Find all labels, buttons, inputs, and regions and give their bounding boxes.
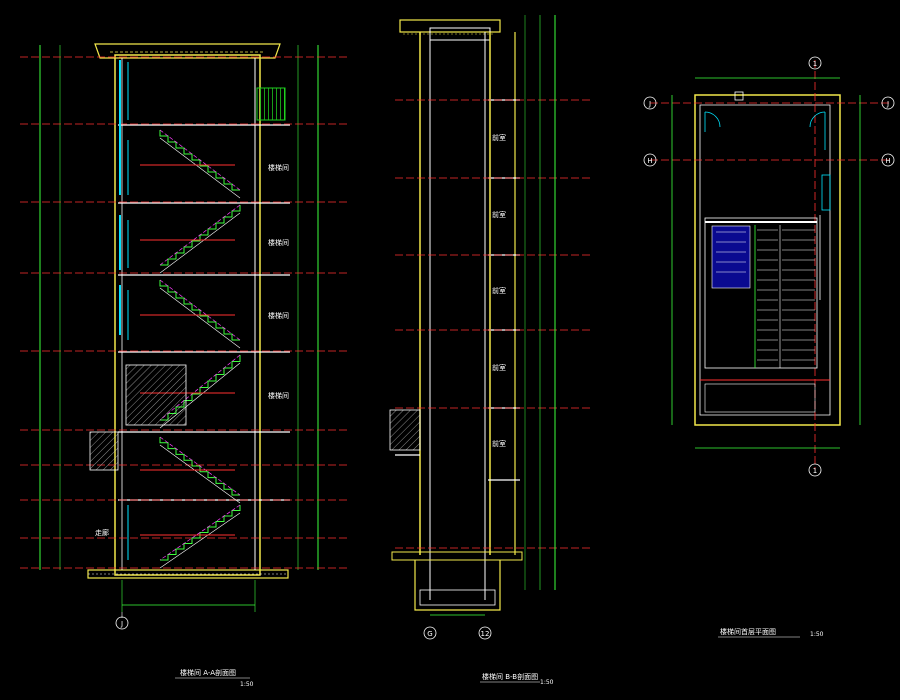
section-b-drawing: 前室 前室 前室 前室 前室 G 12 楼梯间 B-B剖面图 1:50 xyxy=(389,15,590,686)
axis-bubble xyxy=(808,463,822,477)
axis-label: J xyxy=(120,620,123,628)
axis-bubble xyxy=(643,96,657,110)
room-label: 楼梯间 xyxy=(268,391,289,400)
axis-bubble xyxy=(478,626,492,640)
plan-drawing: J H J H 1 1 楼梯间首层平面图 1:50 xyxy=(643,56,895,638)
axis-bubble xyxy=(643,153,657,167)
axis-bubble xyxy=(881,96,895,110)
room-label: 前室 xyxy=(492,210,506,219)
section-b-title: 楼梯间 B-B剖面图 xyxy=(482,672,538,681)
stair-slab-line xyxy=(159,444,241,504)
axis-label: 12 xyxy=(481,630,490,638)
room-label: 走廊 xyxy=(95,528,109,537)
axis-bubble xyxy=(808,56,822,70)
room-label: 楼梯间 xyxy=(268,238,289,247)
axis-label: J xyxy=(648,100,651,108)
axis-bubble xyxy=(423,626,437,640)
axis-label: 1 xyxy=(813,60,817,68)
axis-bubble xyxy=(881,153,895,167)
stair-slab-line xyxy=(159,287,241,349)
section-a-title: 楼梯间 A-A剖面图 xyxy=(180,668,236,677)
stair-slab-line xyxy=(159,137,241,199)
axis-bubble xyxy=(115,616,129,630)
room-label: 楼梯间 xyxy=(268,311,289,320)
axis-label: J xyxy=(886,100,889,108)
axis-label: G xyxy=(427,630,432,638)
stair-slab-line xyxy=(159,212,241,274)
plan-title: 楼梯间首层平面图 xyxy=(720,627,776,636)
section-b-scale: 1:50 xyxy=(540,679,554,686)
room-label: 前室 xyxy=(492,439,506,448)
room-label: 前室 xyxy=(492,133,506,142)
room-label: 楼梯间 xyxy=(268,163,289,172)
plan-scale: 1:50 xyxy=(810,631,824,638)
section-a-drawing: 楼梯间 楼梯间 楼梯间 楼梯间 走廊 J 楼梯间 A-A剖面图 1:50 xyxy=(20,43,350,688)
stair-slab-line xyxy=(159,512,241,569)
room-label: 前室 xyxy=(492,363,506,372)
axis-label: H xyxy=(885,157,890,165)
room-label: 前室 xyxy=(492,286,506,295)
axis-label: H xyxy=(647,157,652,165)
section-a-scale: 1:50 xyxy=(240,681,254,688)
axis-label: 1 xyxy=(813,467,817,475)
